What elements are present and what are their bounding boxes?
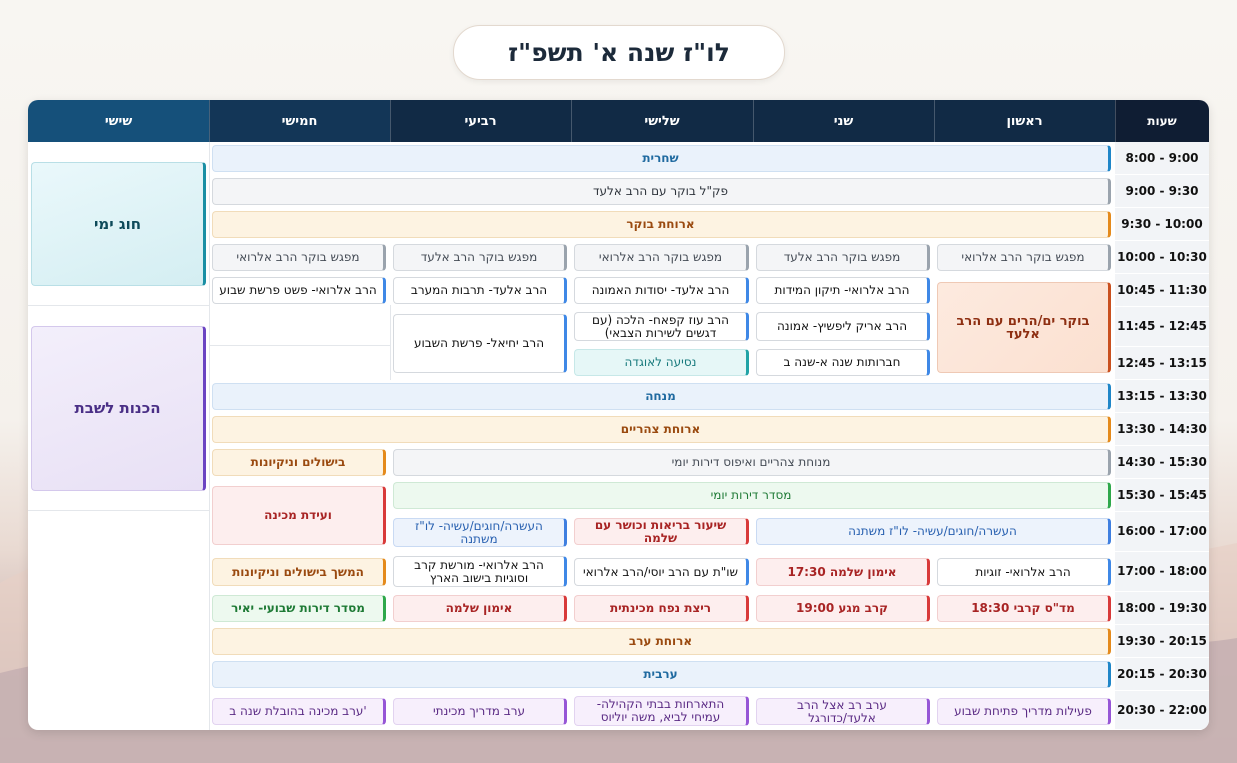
- event-cell[interactable]: פעילות מדריך פתיחת שבוע: [937, 698, 1111, 725]
- event-cell[interactable]: העשרה/חוגים/עשיה- לו"ז משתנה: [393, 518, 567, 547]
- time-slot: 9:30 - 10:00: [1115, 208, 1209, 241]
- event-cell[interactable]: ערב מדריך מכינתי: [393, 698, 567, 725]
- event-cell[interactable]: 18:30 מד"ס קרבי: [937, 595, 1111, 622]
- event-cell[interactable]: הרב אלרואי- מורשת קרב וסוגיות בישוב הארץ: [393, 556, 567, 587]
- event-dinner[interactable]: ארוחת ערב: [212, 628, 1111, 655]
- event-cell[interactable]: מסדר דירות יומי: [393, 482, 1111, 509]
- page-title: לו"ז שנה א' תשפ"ז: [453, 25, 785, 80]
- time-slot: 18:00 - 19:30: [1115, 592, 1209, 625]
- event-cell[interactable]: הרב אלעד- יסודות האמונה: [574, 277, 749, 304]
- event-lunch[interactable]: ארוחת צהריים: [212, 416, 1111, 443]
- event-cell[interactable]: הרב אלרואי- פשט פרשת שבוע: [212, 277, 386, 304]
- event-cell[interactable]: המשך בישולים וניקיונות: [212, 558, 386, 586]
- event-cell[interactable]: מנוחת צהריים ואיפוס דירות יומי: [393, 449, 1111, 476]
- event-cell[interactable]: ריצת נפח מכינתית: [574, 595, 749, 622]
- event-cell[interactable]: ערב רב אצל הרב אלעד/כדורגל: [756, 698, 930, 725]
- event-cell[interactable]: התארחות בבתי הקהילה- עמיחי לביא, משה יול…: [574, 696, 749, 726]
- event-cell[interactable]: ערב מכינה בהובלת שנה ב': [212, 698, 386, 725]
- schedule-table: שעות ראשון שני שלישי רביעי חמישי שישי 8:…: [28, 100, 1209, 730]
- event-cell[interactable]: הרב אריק ליפשיץ- אמונה: [756, 312, 930, 341]
- event-cell[interactable]: הרב עוז קפאח- הלכה (עם דגשים לשירות הצבא…: [574, 312, 749, 341]
- friday-hug-yomi[interactable]: חוג ימי: [31, 162, 206, 286]
- event-cell[interactable]: אימון שלמה: [393, 595, 567, 622]
- time-slot: 8:00 - 9:00: [1115, 142, 1209, 175]
- event-cell[interactable]: הרב אלרואי- תיקון המידות: [756, 277, 930, 304]
- header-thursday: חמישי: [209, 100, 390, 142]
- time-slot: 14:30 - 15:30: [1115, 446, 1209, 479]
- event-arvit[interactable]: ערבית: [212, 661, 1111, 688]
- event-cell[interactable]: הרב יחיאל- פרשת השבוע: [393, 314, 567, 373]
- header-sunday: ראשון: [934, 100, 1115, 142]
- event-sea-mountains[interactable]: בוקר ים/הרים עם הרב אלעד: [937, 282, 1111, 373]
- event-cell[interactable]: מפגש בוקר הרב אלעד: [756, 244, 930, 271]
- event-cell[interactable]: שו"ת עם הרב יוסי/הרב אלרואי: [574, 558, 749, 586]
- event-breakfast[interactable]: ארוחת בוקר: [212, 211, 1111, 238]
- time-slot: 11:45 - 12:45: [1115, 307, 1209, 347]
- event-cell[interactable]: בישולים וניקיונות: [212, 449, 386, 476]
- event-cell[interactable]: העשרה/חוגים/עשיה- לו"ז משתנה: [756, 518, 1111, 545]
- time-slot: 15:30 - 15:45: [1115, 479, 1209, 512]
- header-tuesday: שלישי: [571, 100, 753, 142]
- time-slot: 20:30 - 22:00: [1115, 691, 1209, 730]
- event-mincha[interactable]: מנחה: [212, 383, 1111, 410]
- header-monday: שני: [753, 100, 934, 142]
- event-cell[interactable]: מפגש בוקר הרב אלעד: [393, 244, 567, 271]
- event-cell[interactable]: מפגש בוקר הרב אלרואי: [574, 244, 749, 271]
- event-cell[interactable]: הרב אלרואי- זוגיות: [937, 558, 1111, 586]
- time-slot: 13:15 - 13:30: [1115, 380, 1209, 413]
- event-shacharit[interactable]: שחרית: [212, 145, 1111, 172]
- event-cell[interactable]: ועידת מכינה: [212, 486, 386, 545]
- header-hours: שעות: [1115, 100, 1209, 142]
- event-cell[interactable]: שיעור בריאות וכושר עם שלמה: [574, 518, 749, 545]
- event-cell[interactable]: נסיעה לאוגדה: [574, 349, 749, 376]
- event-pakal[interactable]: פק"ל בוקר עם הרב אלעד: [212, 178, 1111, 205]
- event-cell[interactable]: חברותות שנה א-שנה ב: [756, 349, 930, 376]
- time-slot: 13:30 - 14:30: [1115, 413, 1209, 446]
- time-slot: 17:00 - 18:00: [1115, 552, 1209, 592]
- event-cell[interactable]: מפגש בוקר הרב אלרואי: [212, 244, 386, 271]
- header-wednesday: רביעי: [390, 100, 571, 142]
- time-slot: 16:00 - 17:00: [1115, 512, 1209, 552]
- time-slot: 19:30 - 20:15: [1115, 625, 1209, 658]
- time-slot: 10:00 - 10:30: [1115, 241, 1209, 274]
- time-slot: 20:15 - 20:30: [1115, 658, 1209, 691]
- friday-shabbat-prep[interactable]: הכנות לשבת: [31, 326, 206, 491]
- time-slot: 9:00 - 9:30: [1115, 175, 1209, 208]
- time-slot: 12:45 - 13:15: [1115, 347, 1209, 380]
- time-slot: 10:45 - 11:30: [1115, 274, 1209, 307]
- event-cell[interactable]: מפגש בוקר הרב אלרואי: [937, 244, 1111, 271]
- event-cell[interactable]: מסדר דירות שבועי- יאיר: [212, 595, 386, 622]
- event-cell[interactable]: הרב אלעד- תרבות המערב: [393, 277, 567, 304]
- event-cell[interactable]: 17:30 אימון שלמה: [756, 558, 930, 586]
- header-friday: שישי: [28, 100, 209, 142]
- event-cell[interactable]: 19:00 קרב מגע: [756, 595, 930, 622]
